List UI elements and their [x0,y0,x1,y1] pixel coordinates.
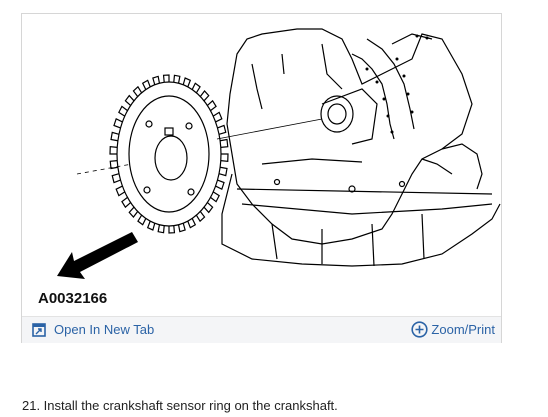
ring-tooth [191,82,201,94]
card-footer: Open In New Tab Zoom/Print [22,316,501,343]
crankshaft-illustration [57,28,501,279]
ring-tooth [210,191,220,203]
ring-tooth [113,117,123,129]
ring-tooth [220,153,229,162]
ring-tooth [110,131,120,142]
open-in-new-tab-link[interactable]: Open In New Tab [32,322,154,337]
ring-tooth [177,223,186,233]
ring-tooth [195,211,206,223]
ring-tooth [137,214,147,226]
ring-tooth [109,146,118,155]
ring-tooth [168,225,176,234]
zoom-print-link[interactable]: Zoom/Print [411,321,495,338]
ring-tooth [152,75,161,85]
ring-tooth [203,202,214,214]
ring-tooth [218,166,228,177]
open-in-new-tab-label: Open In New Tab [54,322,155,337]
ring-tooth [118,105,128,117]
ring-tooth [173,74,181,84]
ring-tooth [207,99,217,112]
figure-id-label: A0032166 [38,290,108,307]
figure-card: A0032166 Open In New Tab Zoom/Print [21,13,502,343]
ring-tooth [115,185,126,197]
ring-tooth [132,85,143,97]
ring-tooth [215,179,225,191]
ring-tooth [157,224,165,234]
ring-tooth [220,138,229,148]
ring-tooth [111,173,121,184]
ring-tooth [121,196,131,209]
ring-tooth [162,74,170,83]
ring-tooth [124,94,135,106]
ring-tooth [128,206,139,218]
zoom-plus-icon [411,321,429,338]
ring-tooth [217,124,227,135]
ring-tooth [109,160,118,170]
ring-tooth [187,218,197,229]
step-instruction: 21. Install the crankshaft sensor ring o… [22,398,338,413]
ring-tooth [146,220,156,231]
open-tab-icon [32,322,46,337]
ring-tooth [141,79,151,90]
ring-tooth [199,90,210,102]
ring-tooth [182,77,192,88]
zoom-print-label: Zoom/Print [431,322,495,337]
ring-tooth [212,111,223,123]
